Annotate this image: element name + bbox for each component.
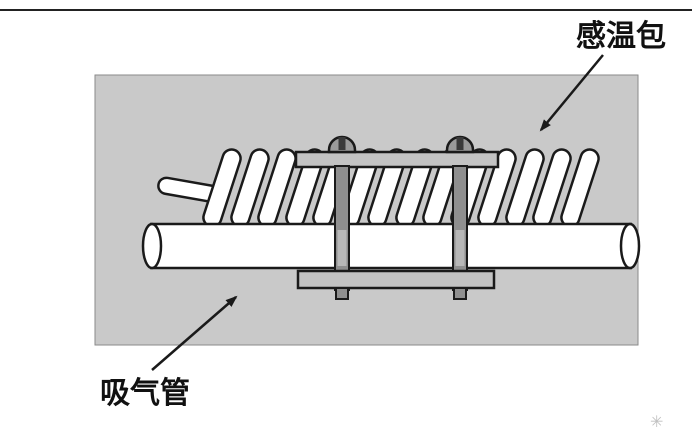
screw-slot	[456, 137, 464, 150]
left-screw-head	[327, 135, 357, 154]
right-screw-head	[445, 135, 475, 154]
watermark-icon: ✳	[650, 414, 663, 431]
sensing-bulb-label: 感温包	[576, 19, 666, 53]
bottom-clamp-bar	[296, 269, 496, 290]
suction-pipe-arrow	[151, 295, 238, 371]
sensing-bulb-arrow	[539, 54, 604, 132]
bolt-highlight	[455, 230, 465, 266]
right-bolt-tip	[453, 287, 467, 300]
background-panel	[94, 74, 639, 346]
pipe-body	[150, 224, 632, 268]
suction-pipe-label: 吸气管	[100, 377, 190, 410]
pipe-left-cap	[141, 222, 163, 270]
screw-slot	[338, 137, 346, 150]
top-clamp-bar	[294, 150, 500, 169]
suction-pipe	[141, 222, 641, 270]
bolt-highlight	[337, 230, 347, 266]
pipe-right-cap	[619, 222, 641, 270]
left-bolt-tip	[335, 287, 349, 300]
